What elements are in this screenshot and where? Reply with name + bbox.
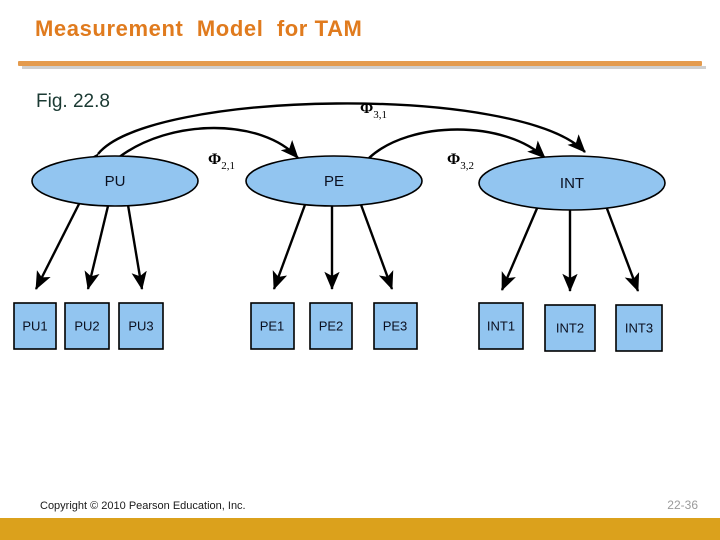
phi-3-2-label: Φ3,2 [447,151,474,172]
indicator-pe1[interactable]: PE1 [250,302,295,350]
indicator-int1[interactable]: INT1 [478,302,524,350]
page-number: 22-36 [667,498,698,512]
indicator-label-int3: INT3 [625,320,653,335]
latent-variable-pu[interactable]: PU [31,155,199,207]
loading-arrows-pu [34,201,147,290]
correlation-arcs [81,102,586,176]
box-int2[interactable] [544,304,596,352]
box-pu1[interactable] [13,302,57,350]
loading-arrow-pe-pe1 [272,201,308,290]
indicator-label-pe2: PE2 [319,318,344,333]
indicator-pu2[interactable]: PU2 [64,302,110,350]
box-int3[interactable] [615,304,663,352]
correlation-arc-phi-3-2 [351,128,546,176]
loading-arrow-pu-pu1 [34,201,82,290]
title-rule-shadow [22,66,706,69]
phi-2-1-label: Φ2,1 [208,151,235,172]
indicator-label-pe1: PE1 [260,318,285,333]
ellipse-pe[interactable] [245,155,423,207]
indicator-pu1[interactable]: PU1 [13,302,57,350]
indicator-label-pu3: PU3 [128,318,153,333]
loading-arrow-int-int3 [604,205,640,292]
latent-variable-int[interactable]: INT [478,155,666,211]
correlation-arc-phi-3-1 [81,102,586,173]
ellipse-pu[interactable] [31,155,199,207]
box-pe3[interactable] [373,302,418,350]
loading-arrow-int-int1 [500,205,540,291]
indicator-label-int2: INT2 [556,320,584,335]
page-title: Measurement Model for TAM [35,16,363,41]
title-rule [18,61,702,66]
indicator-label-pe3: PE3 [383,318,408,333]
loading-arrow-pu-pu3 [126,204,147,290]
indicator-pe3[interactable]: PE3 [373,302,418,350]
figure-label: Fig. 22.8 [36,91,110,112]
box-pu3[interactable] [118,302,164,350]
indicator-int3[interactable]: INT3 [615,304,663,352]
box-pe2[interactable] [309,302,353,350]
indicator-int2[interactable]: INT2 [544,304,596,352]
latent-variable-pe[interactable]: PE [245,155,423,207]
loading-arrow-pu-pu2 [84,205,110,290]
copyright-notice: Copyright © 2010 Pearson Education, Inc. [40,500,246,512]
indicator-label-int1: INT1 [487,318,515,333]
box-pe1[interactable] [250,302,295,350]
box-pu2[interactable] [64,302,110,350]
phi-3-1-label: Φ3,1 [360,100,387,121]
indicator-label-pu1: PU1 [22,318,47,333]
latent-label-int: INT [560,175,584,192]
correlation-arc-phi-2-1 [99,126,299,175]
indicator-label-pu2: PU2 [74,318,99,333]
correlation-labels: Φ3,1 Φ2,1 Φ3,2 [208,100,474,172]
latent-label-pe: PE [324,173,344,190]
loading-arrow-pe-pe3 [358,201,394,290]
loading-arrows-int [500,205,640,292]
latent-label-pu: PU [105,173,126,190]
ellipse-int[interactable] [478,155,666,211]
footer-bar [0,518,720,540]
indicator-pe2[interactable]: PE2 [309,302,353,350]
loading-arrows-pe [272,201,394,290]
path-diagram: Φ3,1 Φ2,1 Φ3,2 [13,100,666,352]
box-int1[interactable] [478,302,524,350]
indicator-pu3[interactable]: PU3 [118,302,164,350]
